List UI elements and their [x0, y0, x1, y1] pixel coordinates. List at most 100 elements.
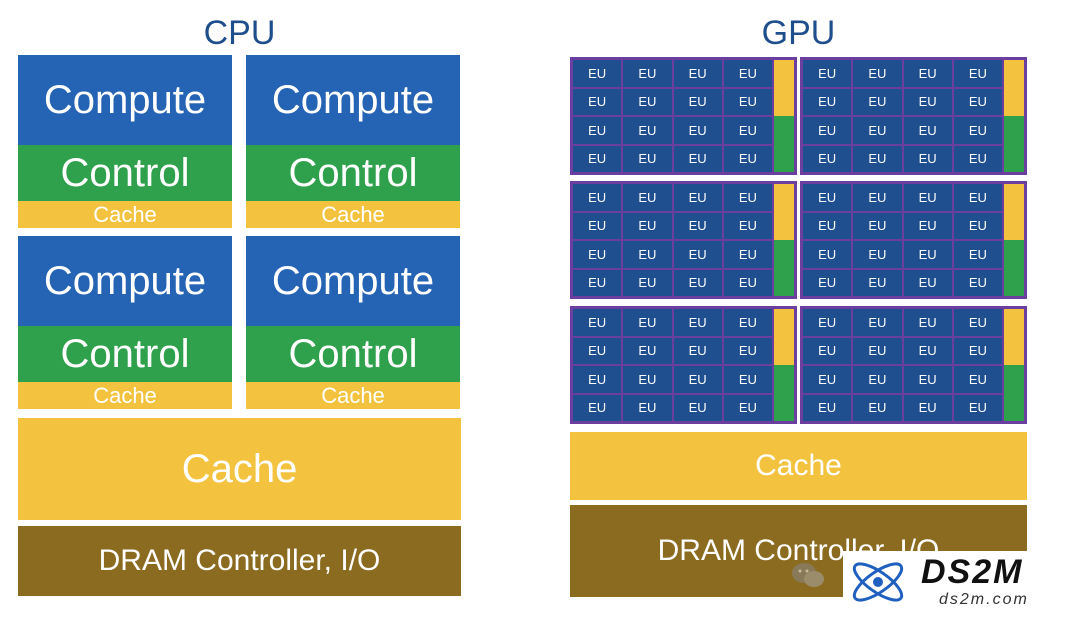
- execution-unit: EU: [903, 117, 952, 144]
- execution-unit: EU: [623, 366, 672, 393]
- execution-unit: EU: [623, 394, 672, 421]
- execution-unit: EU: [953, 269, 1002, 296]
- watermark-url: ds2m.com: [939, 591, 1029, 608]
- execution-unit: EU: [853, 366, 902, 393]
- watermark-logo: DS2M ds2m.com: [843, 551, 1071, 613]
- core-cache-block: Cache: [18, 382, 232, 409]
- execution-unit: EU: [953, 88, 1002, 115]
- execution-unit: EU: [853, 60, 902, 87]
- compute-block: Compute: [246, 55, 460, 145]
- execution-unit: EU: [953, 394, 1002, 421]
- cluster-cache-control-strip: [1004, 60, 1024, 172]
- cluster-control-block: [774, 116, 794, 172]
- execution-unit: EU: [903, 241, 952, 268]
- execution-unit: EU: [573, 366, 622, 393]
- execution-unit: EU: [803, 269, 852, 296]
- cpu-title: CPU: [203, 14, 276, 52]
- execution-unit: EU: [723, 241, 772, 268]
- execution-unit: EU: [723, 145, 772, 172]
- execution-unit: EU: [573, 60, 622, 87]
- execution-unit: EU: [903, 88, 952, 115]
- execution-unit: EU: [723, 394, 772, 421]
- execution-unit: EU: [803, 117, 852, 144]
- execution-unit: EU: [953, 366, 1002, 393]
- execution-unit: EU: [723, 309, 772, 336]
- execution-unit: EU: [623, 88, 672, 115]
- execution-unit: EU: [623, 269, 672, 296]
- execution-unit: EU: [573, 394, 622, 421]
- execution-unit: EU: [723, 366, 772, 393]
- execution-unit: EU: [573, 241, 622, 268]
- execution-unit: EU: [953, 212, 1002, 239]
- execution-unit: EU: [903, 184, 952, 211]
- wechat-icon: [792, 563, 824, 587]
- execution-unit: EU: [673, 241, 722, 268]
- control-block: Control: [18, 145, 232, 201]
- cluster-control-block: [774, 365, 794, 421]
- gpu-shared-cache: Cache: [570, 432, 1027, 500]
- execution-unit: EU: [953, 241, 1002, 268]
- execution-unit: EU: [723, 212, 772, 239]
- execution-unit: EU: [903, 269, 952, 296]
- execution-unit: EU: [853, 394, 902, 421]
- execution-unit: EU: [723, 337, 772, 364]
- execution-unit: EU: [803, 88, 852, 115]
- execution-unit: EU: [723, 60, 772, 87]
- cluster-cache-block: [774, 184, 794, 240]
- execution-unit: EU: [723, 184, 772, 211]
- execution-unit: EU: [673, 117, 722, 144]
- control-block: Control: [246, 326, 460, 382]
- cluster-control-block: [774, 240, 794, 296]
- cluster-control-block: [1004, 116, 1024, 172]
- execution-unit: EU: [803, 241, 852, 268]
- execution-unit: EU: [803, 145, 852, 172]
- execution-unit: EU: [623, 117, 672, 144]
- execution-unit: EU: [853, 337, 902, 364]
- execution-unit: EU: [903, 337, 952, 364]
- control-block: Control: [18, 326, 232, 382]
- execution-unit: EU: [803, 184, 852, 211]
- execution-unit: EU: [723, 88, 772, 115]
- cpu-core: Compute Control Cache: [246, 55, 460, 228]
- execution-unit: EU: [723, 117, 772, 144]
- execution-unit: EU: [953, 117, 1002, 144]
- core-cache-block: Cache: [246, 201, 460, 228]
- cpu-core: Compute Control Cache: [18, 55, 232, 228]
- execution-unit: EU: [903, 145, 952, 172]
- execution-unit: EU: [903, 366, 952, 393]
- cluster-cache-control-strip: [1004, 184, 1024, 296]
- execution-unit: EU: [803, 212, 852, 239]
- execution-unit: EU: [623, 60, 672, 87]
- execution-unit: EU: [853, 117, 902, 144]
- control-block: Control: [246, 145, 460, 201]
- execution-unit: EU: [853, 241, 902, 268]
- execution-unit: EU: [803, 366, 852, 393]
- cluster-cache-block: [1004, 60, 1024, 116]
- cluster-cache-block: [1004, 184, 1024, 240]
- execution-unit: EU: [903, 309, 952, 336]
- execution-unit: EU: [953, 145, 1002, 172]
- cluster-cache-control-strip: [774, 60, 794, 172]
- execution-unit: EU: [623, 241, 672, 268]
- execution-unit: EU: [853, 145, 902, 172]
- execution-unit: EU: [673, 212, 722, 239]
- execution-unit: EU: [573, 309, 622, 336]
- execution-unit: EU: [623, 309, 672, 336]
- cpu-core: Compute Control Cache: [246, 236, 460, 409]
- atom-icon: [852, 562, 904, 602]
- execution-unit: EU: [853, 212, 902, 239]
- execution-unit: EU: [623, 337, 672, 364]
- cluster-cache-block: [774, 60, 794, 116]
- cluster-cache-block: [1004, 309, 1024, 365]
- execution-unit: EU: [903, 212, 952, 239]
